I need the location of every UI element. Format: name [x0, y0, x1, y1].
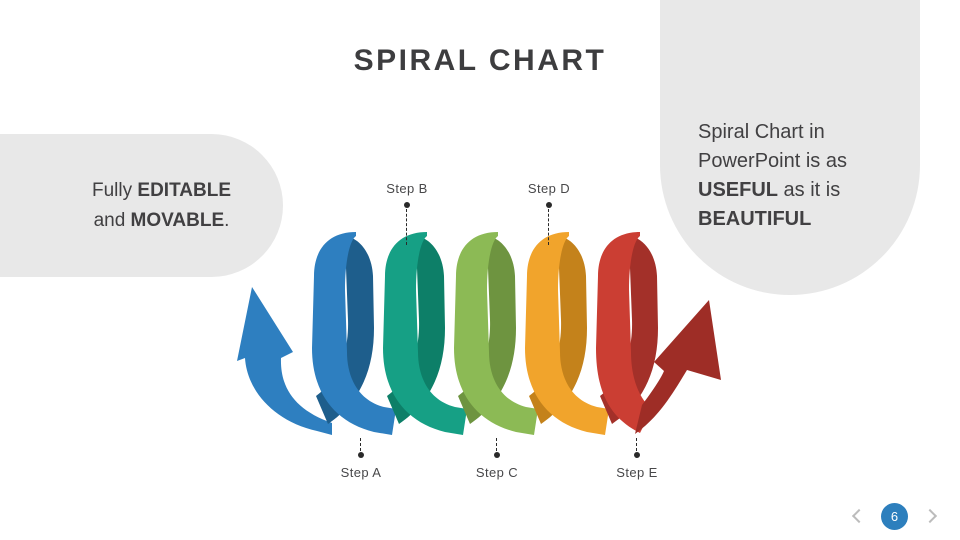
- page-number-badge: 6: [881, 502, 908, 530]
- connector-dot: [358, 452, 364, 458]
- connector-dashed-line: [636, 438, 637, 451]
- connector-dot: [634, 452, 640, 458]
- connector-dot: [404, 202, 410, 208]
- coil-3: [454, 232, 538, 435]
- connector-step-b: Step B: [362, 181, 452, 245]
- connector-step-d: Step D: [504, 181, 594, 245]
- coil-3-shade: [458, 235, 516, 424]
- step-label: Step A: [340, 465, 382, 480]
- callout-right-text: Spiral Chart in PowerPoint is as USEFUL …: [698, 121, 847, 230]
- callout-left-text: Fully EDITABLE and MOVABLE.: [92, 179, 231, 231]
- coil-1: [312, 232, 396, 435]
- coil-5-shade: [600, 235, 658, 424]
- coil-4-shade: [529, 235, 587, 424]
- coil-4: [525, 232, 609, 435]
- prev-slide-icon[interactable]: [847, 505, 869, 527]
- step-label: Step E: [616, 465, 658, 480]
- step-label: Step B: [386, 181, 428, 196]
- callout-left: Fully EDITABLE and MOVABLE.: [0, 134, 283, 277]
- connector-step-c: Step C: [452, 437, 542, 485]
- step-label: Step C: [475, 465, 519, 480]
- connector-dashed-line: [548, 209, 549, 245]
- page-title: SPIRAL CHART: [353, 44, 607, 77]
- coil-1-shade: [316, 235, 374, 424]
- connector-dashed-line: [360, 438, 361, 451]
- step-label: Step D: [527, 181, 571, 196]
- connector-dot: [546, 202, 552, 208]
- spiral-start-arrow: [237, 287, 332, 435]
- next-slide-icon[interactable]: [920, 505, 942, 527]
- slide-nav: 6: [847, 502, 942, 530]
- connector-dashed-line: [496, 438, 497, 451]
- coil-2-shade: [387, 235, 445, 424]
- coil-5: [596, 232, 652, 433]
- connector-dot: [494, 452, 500, 458]
- connector-dashed-line: [406, 209, 407, 245]
- spiral-chart: [237, 232, 721, 435]
- connector-step-a: Step A: [316, 437, 406, 485]
- connector-step-e: Step E: [592, 437, 682, 485]
- callout-right: Spiral Chart in PowerPoint is as USEFUL …: [660, 0, 920, 295]
- spiral-end-arrow: [635, 300, 721, 434]
- coil-2: [383, 232, 467, 435]
